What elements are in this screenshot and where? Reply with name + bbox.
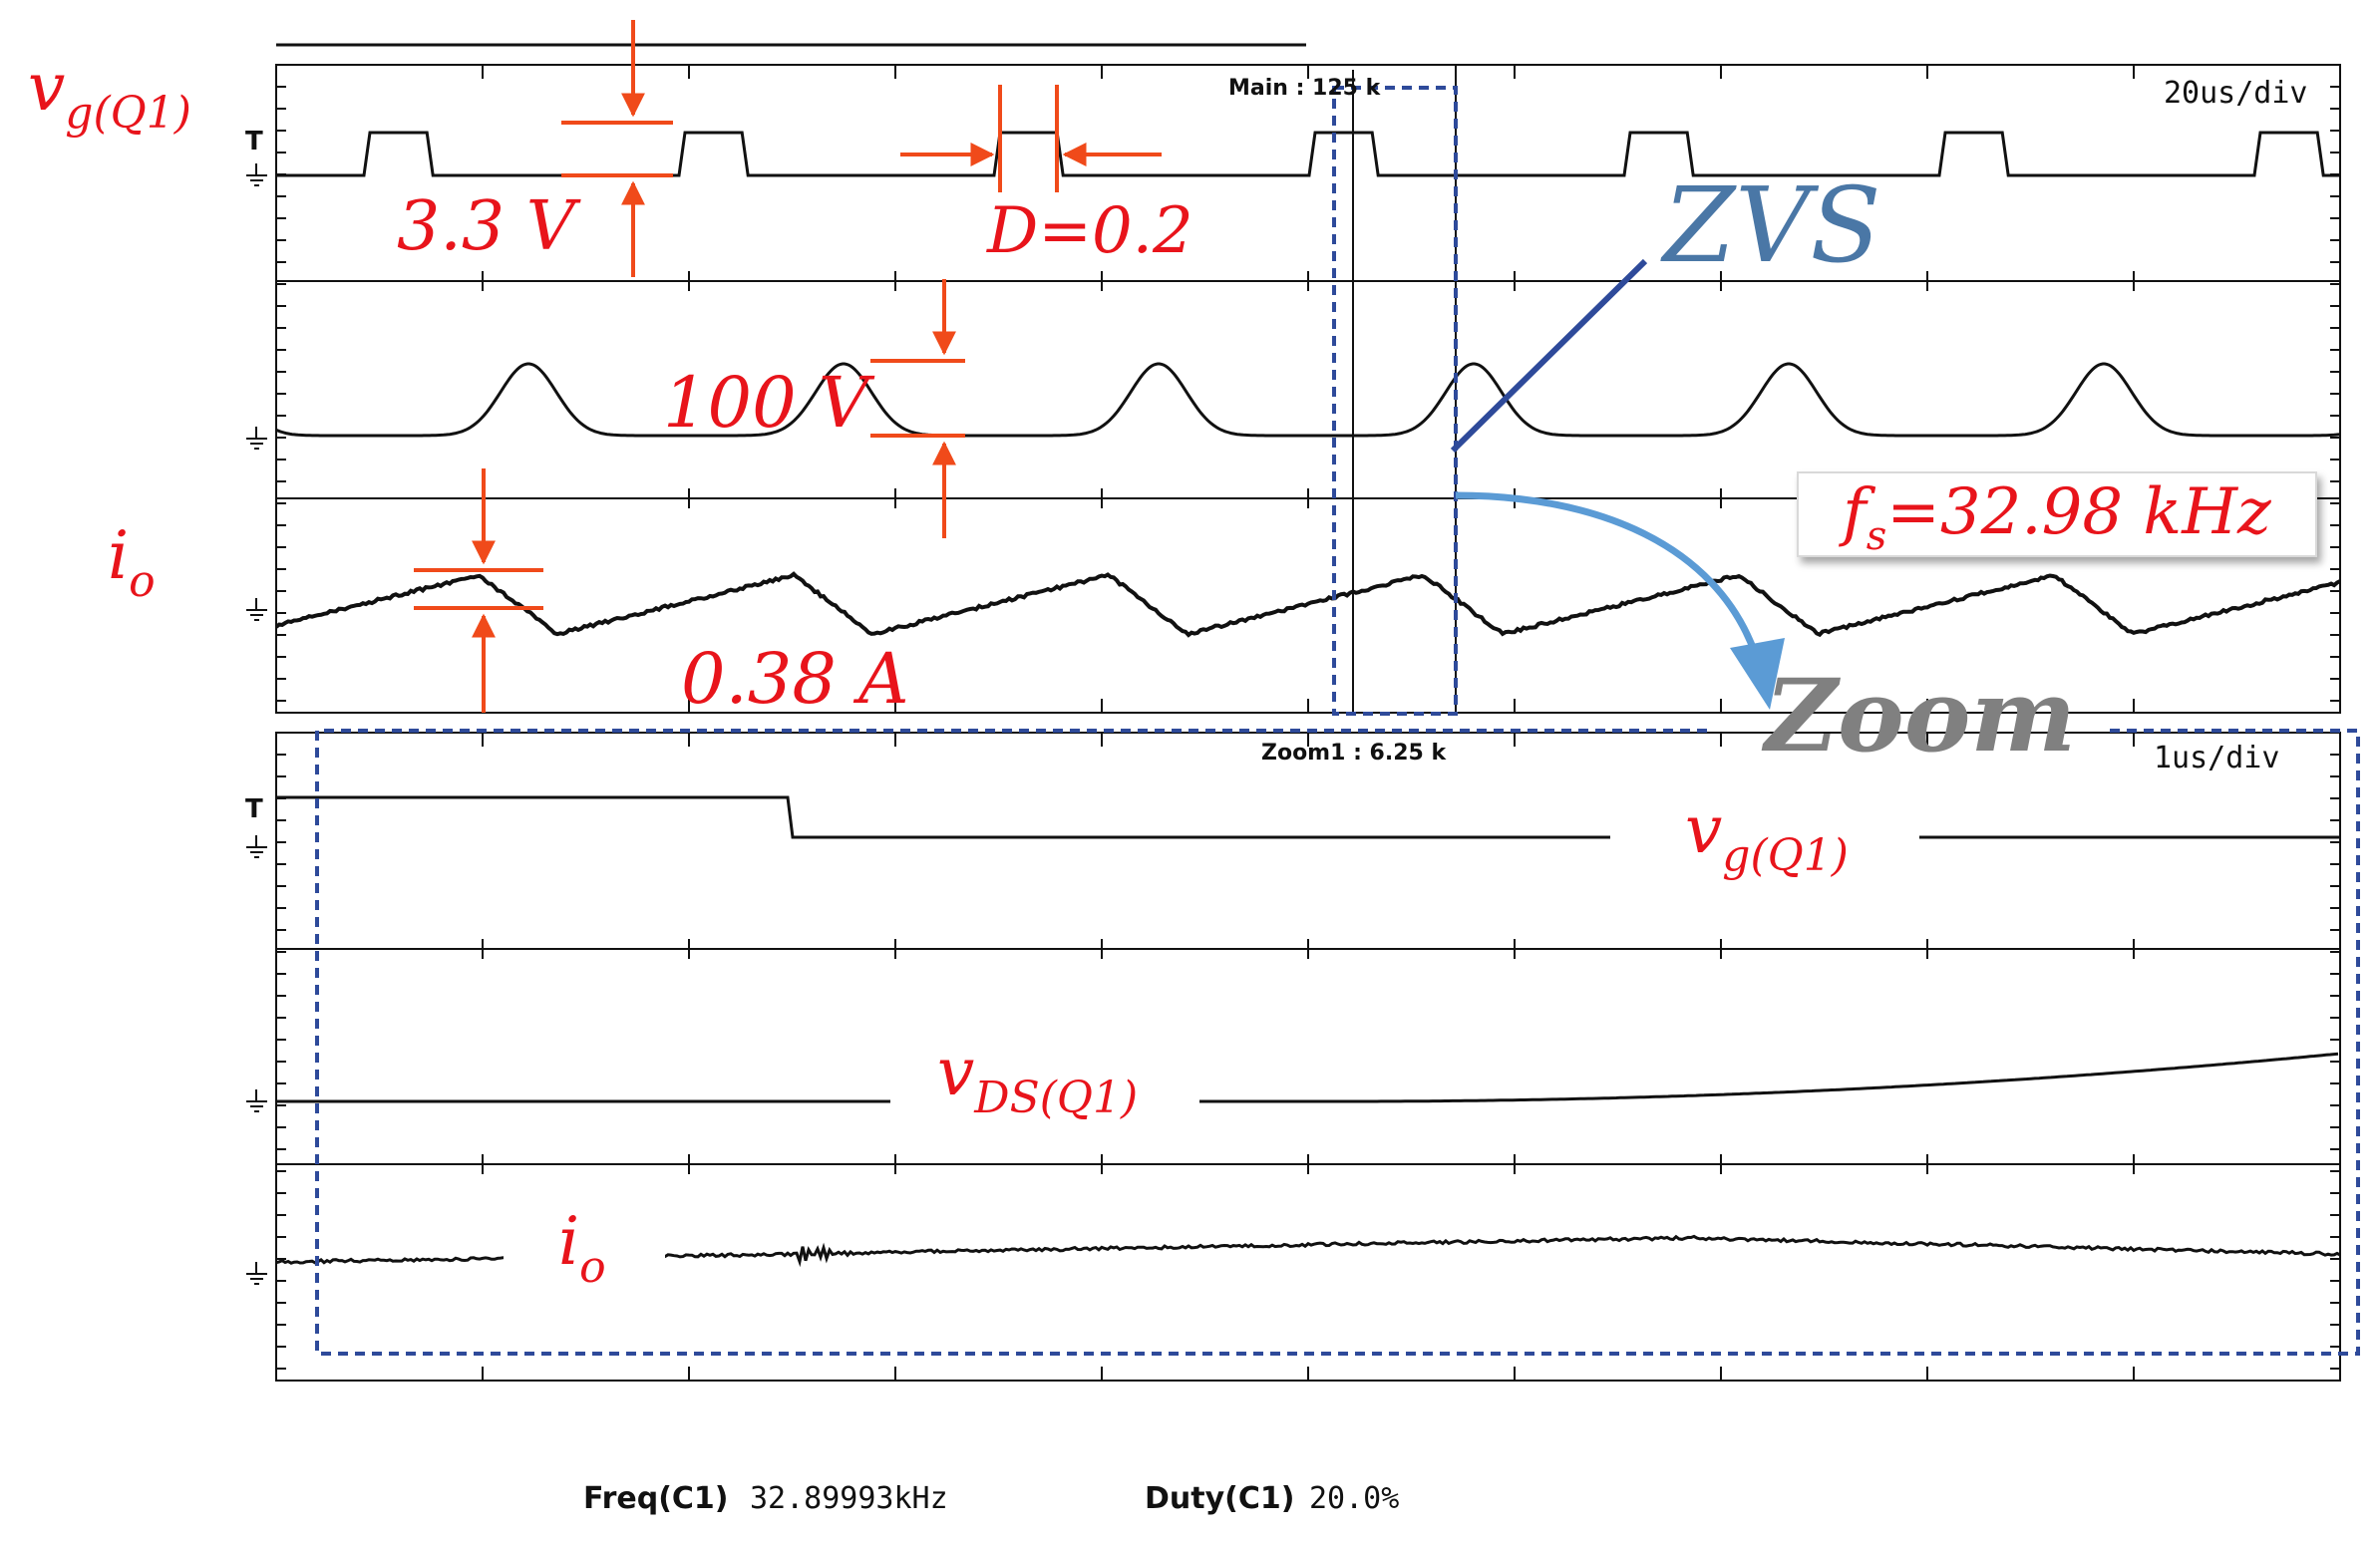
vg-amplitude-text: 3.3 V bbox=[397, 187, 581, 266]
annotation-vds-label-zoom: vDS(Q1) bbox=[890, 1034, 1199, 1136]
duty-value: 20.0% bbox=[1309, 1481, 1399, 1516]
duty-label: Duty(C1) bbox=[1145, 1481, 1294, 1516]
io-amplitude-text: 0.38 A bbox=[681, 638, 909, 720]
svg-text:fs=32.98 kHz: fs=32.98 kHz bbox=[1839, 475, 2272, 559]
main-panel: T Main : 125 k 20us/div bbox=[245, 65, 2340, 714]
duty-text: D=0.2 bbox=[986, 194, 1193, 268]
main-panel-frame bbox=[276, 65, 2340, 713]
fs-box: fs=32.98 kHz bbox=[1798, 472, 2316, 559]
vds-amplitude-text: 100 V bbox=[663, 362, 875, 444]
freq-value: 32.89993kHz bbox=[750, 1481, 948, 1516]
main-timebase-label: 20us/div bbox=[2164, 76, 2308, 111]
zoom-ground-markers: T bbox=[245, 794, 267, 1284]
svg-text:vg(Q1): vg(Q1) bbox=[28, 49, 191, 139]
svg-text:io: io bbox=[108, 517, 156, 607]
main-settings-label: Main : 125 k bbox=[1228, 76, 1382, 101]
annotation-io-label-zoom: io bbox=[504, 1203, 665, 1303]
zvs-label: ZVS bbox=[1660, 164, 1881, 286]
trigger-marker: T bbox=[245, 794, 263, 824]
measurements-bar: Freq(C1) 32.89993kHz Duty(C1) 20.0% bbox=[583, 1481, 1399, 1516]
zoom-settings-label: Zoom1 : 6.25 k bbox=[1261, 741, 1447, 766]
freq-label: Freq(C1) bbox=[583, 1481, 729, 1516]
main-ground-markers: T bbox=[245, 127, 267, 620]
zoom-label: Zoom bbox=[1761, 657, 2076, 774]
zoom-timebase-label: 1us/div bbox=[2154, 741, 2279, 775]
annotation-vg-label-main: vg(Q1) bbox=[28, 49, 191, 139]
annotation-io-label-main: io bbox=[108, 517, 156, 607]
annotation-vg-label-zoom: vg(Q1) bbox=[1610, 787, 1919, 887]
trigger-marker: T bbox=[245, 127, 263, 156]
